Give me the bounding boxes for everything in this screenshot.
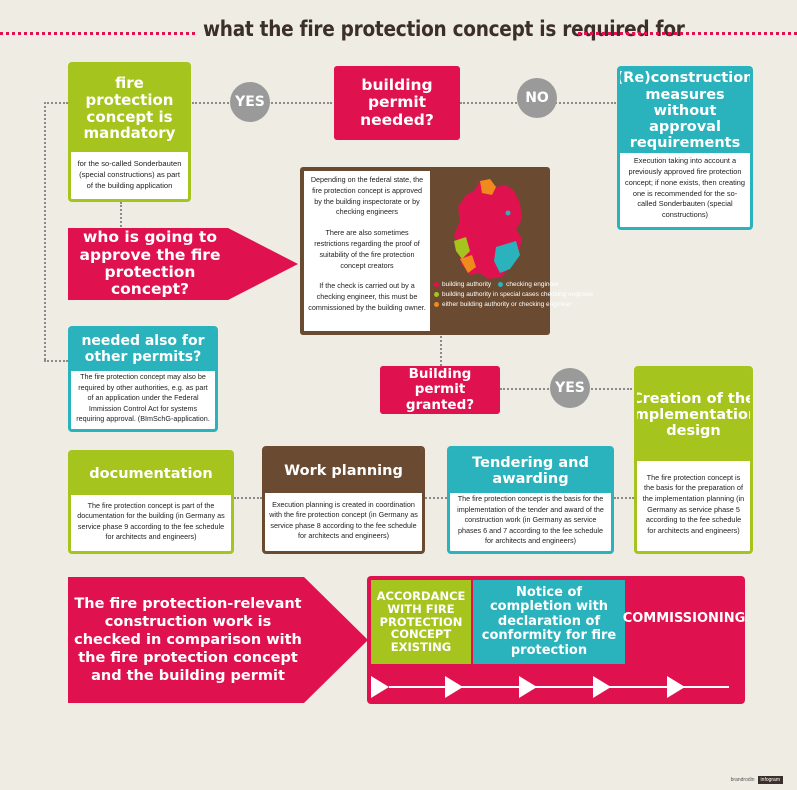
reconstruction-card: (Re)construction measures without approv…: [617, 66, 753, 230]
approval-info-text: Depending on the federal state, the fire…: [304, 171, 430, 331]
legend-dot-icon: [434, 302, 439, 307]
legend-row: either building authority or checking en…: [434, 301, 593, 308]
implementation-card: Creation of the implementation design Th…: [634, 366, 753, 554]
footer-logo[interactable]: infogram: [757, 776, 783, 784]
accordance-box: ACCORDANCE WITH FIRE PROTECTION CONCEPT …: [371, 580, 471, 664]
documentation-card: documentation The fire protection concep…: [68, 450, 234, 554]
reconstruction-body: Execution taking into account a previous…: [625, 156, 745, 219]
title-divider-right: [578, 32, 797, 35]
other-permits-card: needed also for other permits? The fire …: [68, 326, 218, 432]
commissioning-box: COMMISSIONING: [622, 611, 746, 626]
work-planning-title: Work planning: [265, 449, 422, 493]
mandatory-card: fire protection concept is mandatory for…: [68, 62, 191, 202]
notice-box: Notice of completion with declaration of…: [473, 580, 625, 664]
implementation-body: The fire protection concept is the basis…: [642, 472, 745, 535]
title-divider-left: [0, 32, 195, 35]
approval-info-p3: If the check is carried out by a checkin…: [308, 281, 426, 312]
decision-yes-badge: YES: [230, 82, 270, 122]
documentation-body: The fire protection concept is part of t…: [77, 500, 225, 541]
legend-label: checking engineer: [506, 281, 559, 288]
legend-label: building authority in special cases chec…: [442, 291, 594, 298]
legend-label: either building authority or checking en…: [442, 301, 572, 308]
connector-line: [44, 102, 46, 360]
tendering-title: Tendering and awarding: [450, 449, 611, 493]
connector-line: [120, 202, 122, 230]
building-permit-granted-box: Building permit granted?: [380, 366, 500, 414]
building-permit-needed-box: building permit needed?: [334, 66, 460, 140]
tendering-body: The fire protection concept is the basis…: [457, 494, 604, 546]
other-permits-title: needed also for other permits?: [71, 329, 215, 371]
reconstruction-title: (Re)construction measures without approv…: [617, 69, 753, 153]
connector-line: [614, 497, 634, 499]
progress-line: [389, 686, 729, 688]
decision-yes-badge-2: YES: [550, 368, 590, 408]
legend-label: building authority: [442, 281, 492, 288]
check-arrow: The fire protection-relevant constructio…: [68, 577, 368, 703]
decision-no-badge: NO: [517, 78, 557, 118]
check-arrow-text: The fire protection-relevant constructio…: [74, 595, 302, 685]
mandatory-body: for the so-called Sonderbauten (special …: [77, 158, 182, 190]
legend-dot-icon: [498, 282, 504, 287]
tendering-card: Tendering and awarding The fire protecti…: [447, 446, 614, 554]
legend-dot-icon: [434, 282, 439, 287]
footer-credit: brandrodin: [730, 777, 755, 783]
germany-map-icon: [454, 179, 522, 279]
other-permits-body: The fire protection concept may also be …: [76, 372, 210, 424]
legend-row: building authority checking engineer: [434, 281, 593, 288]
connector-line: [44, 360, 68, 362]
who-approves-text: who is going to approve the fire protect…: [79, 228, 221, 299]
map-legend: building authority checking engineer bui…: [434, 281, 593, 308]
arrow-shape: [68, 577, 368, 703]
who-approves-arrow: who is going to approve the fire protect…: [68, 228, 298, 300]
page-title: what the fire protection concept is requ…: [203, 17, 685, 41]
implementation-title: Creation of the implementation design: [637, 369, 750, 461]
legend-row: building authority in special cases chec…: [434, 291, 593, 298]
legend-dot-icon: [434, 292, 439, 297]
approval-info-p2: There are also sometimes restrictions re…: [314, 228, 420, 270]
approval-info-p1: Depending on the federal state, the fire…: [310, 175, 424, 217]
work-planning-body: Execution planning is created in coordin…: [269, 499, 418, 540]
completion-strip: ACCORDANCE WITH FIRE PROTECTION CONCEPT …: [367, 576, 745, 704]
arrow-shape: [68, 228, 298, 300]
chevron-right-icon: [371, 676, 389, 698]
work-planning-card: Work planning Execution planning is crea…: [262, 446, 425, 554]
progress-arrows: [371, 676, 741, 698]
approval-info-box: Depending on the federal state, the fire…: [300, 167, 593, 335]
documentation-title: documentation: [71, 453, 231, 495]
connector-line: [234, 497, 262, 499]
connector-line: [440, 336, 442, 366]
connector-line: [44, 102, 68, 104]
mandatory-title: fire protection concept is mandatory: [71, 65, 188, 152]
footer: brandrodin infogram: [731, 776, 783, 784]
connector-line: [425, 497, 447, 499]
